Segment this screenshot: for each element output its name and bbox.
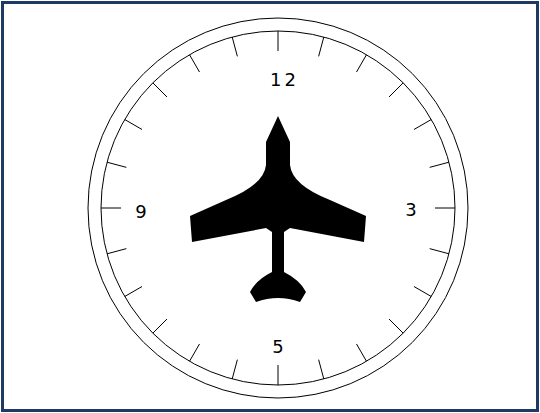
tick-mark xyxy=(414,120,431,130)
inner-ring xyxy=(101,31,455,385)
tick-mark xyxy=(153,319,167,333)
tick-mark xyxy=(319,360,324,379)
aircraft-silhouette xyxy=(190,116,366,302)
tick-mark xyxy=(430,249,449,254)
tick-mark xyxy=(414,287,431,297)
clock-number: 3 xyxy=(402,201,419,219)
clock-number: 12 xyxy=(267,71,299,89)
tick-mark xyxy=(190,344,200,361)
outer-ring xyxy=(88,18,468,398)
tick-mark xyxy=(101,208,121,209)
clock-number: 9 xyxy=(132,203,149,221)
tick-mark xyxy=(278,365,279,385)
tick-mark xyxy=(357,55,367,72)
tick-mark xyxy=(153,83,167,97)
tick-mark xyxy=(389,319,403,333)
tick-mark xyxy=(107,162,126,167)
tick-mark xyxy=(319,37,324,56)
clock-number: 5 xyxy=(269,338,286,356)
tick-mark xyxy=(107,249,126,254)
frame-border xyxy=(3,3,538,411)
tick-marks xyxy=(101,31,455,385)
tick-mark xyxy=(232,360,237,379)
tick-mark xyxy=(357,344,367,361)
tick-mark xyxy=(232,37,237,56)
tick-mark xyxy=(125,287,142,297)
tick-mark xyxy=(435,208,455,209)
tick-mark xyxy=(125,120,142,130)
tick-mark xyxy=(190,55,200,72)
tick-mark xyxy=(278,31,279,51)
tick-mark xyxy=(430,162,449,167)
tick-mark xyxy=(389,83,403,97)
